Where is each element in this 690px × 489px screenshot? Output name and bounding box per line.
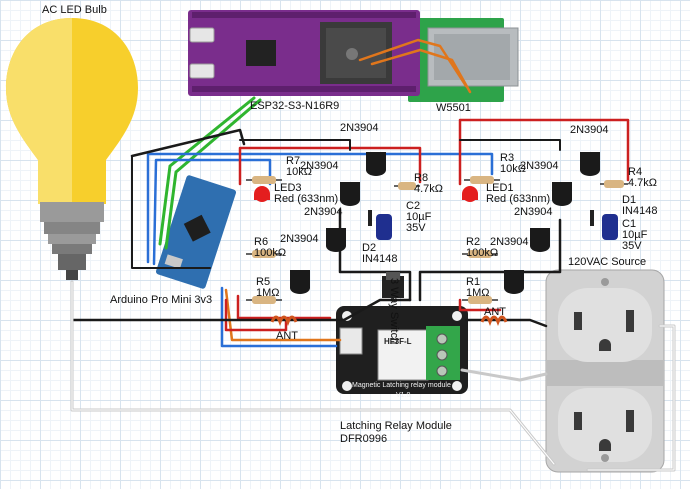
label-r4: R4 — [628, 166, 643, 178]
transistor-r1 — [552, 182, 572, 206]
capacitor-c2 — [376, 214, 392, 240]
label-ant-right: ANT — [484, 306, 506, 318]
label-r7: R7 — [286, 155, 301, 167]
label-r4-val: 4.7kΩ — [628, 177, 658, 189]
resistor-r1 — [462, 296, 498, 304]
label-led1: LED1 — [486, 182, 514, 194]
diode-d1 — [590, 210, 594, 226]
transistor-l1 — [340, 182, 360, 206]
transistor-top-right — [580, 152, 600, 176]
label-r6-val: 100kΩ — [254, 247, 287, 259]
resistor-r4 — [600, 180, 628, 188]
label-r8-val: 4.7kΩ — [414, 183, 444, 195]
transistor-l3 — [290, 270, 310, 294]
label-q-l1: 2N3904 — [300, 160, 339, 172]
label-q-l2: 2N3904 — [304, 206, 343, 218]
resistor-r7 — [246, 176, 282, 184]
antenna-coil-right — [480, 315, 508, 327]
label-r2: R2 — [466, 236, 481, 248]
transistor-top-left — [366, 152, 386, 176]
esp32-board — [188, 10, 420, 96]
label-q-r2: 2N3904 — [514, 206, 553, 218]
label-c1-val2: 35V — [622, 240, 642, 252]
label-c2-val2: 35V — [406, 222, 426, 234]
label-r1: R1 — [466, 276, 481, 288]
label-esp32: ESP32-S3-N16R9 — [250, 100, 340, 112]
label-d2-val: IN4148 — [362, 253, 398, 265]
transistor-l2 — [326, 228, 346, 252]
capacitor-c1 — [602, 214, 618, 240]
three-way-switch — [382, 272, 404, 298]
label-c2: C2 — [406, 200, 421, 212]
ac-outlet — [545, 269, 665, 473]
label-led3-val: Red (633nm) — [274, 193, 339, 205]
left-circuit — [246, 152, 420, 327]
relay-model: HF3F-L — [384, 337, 412, 346]
label-r3-val: 10kΩ — [500, 163, 526, 175]
label-r6: R6 — [254, 236, 269, 248]
label-bulb: AC LED Bulb — [42, 4, 107, 16]
label-c1: C1 — [622, 218, 637, 230]
relay-board-text: Magnetic Latching relay module — [352, 382, 451, 389]
label-r5-val: 1MΩ — [256, 287, 280, 299]
label-relay-part: DFR0996 — [340, 433, 388, 445]
label-d1: D1 — [622, 194, 637, 206]
transistor-r2 — [530, 228, 550, 252]
label-r1-val: 1MΩ — [466, 287, 490, 299]
label-c1-val1: 10µF — [622, 229, 648, 241]
label-q-r1: 2N3904 — [520, 160, 559, 172]
antenna-coil-left — [270, 315, 298, 327]
transistor-r3 — [504, 270, 524, 294]
label-d2: D2 — [362, 242, 377, 254]
right-circuit — [462, 152, 628, 327]
resistor-r8 — [394, 182, 420, 190]
label-led3: LED3 — [274, 182, 302, 194]
label-switch: 3 Way Switch — [388, 278, 400, 345]
resistor-r6 — [246, 250, 282, 258]
w5501-module — [408, 18, 519, 102]
label-q-l3: 2N3904 — [280, 233, 319, 245]
label-r5: R5 — [256, 276, 271, 288]
label-d1-val: IN4148 — [622, 205, 658, 217]
label-arduino: Arduino Pro Mini 3v3 — [110, 294, 213, 306]
label-led1-val: Red (633nm) — [486, 193, 551, 205]
label-r7-val: 10kΩ — [286, 166, 312, 178]
arduino-pro-mini — [155, 175, 237, 289]
label-r8: R8 — [414, 172, 429, 184]
resistor-r5 — [246, 296, 282, 304]
relay-module — [336, 306, 468, 394]
wires — [70, 38, 676, 472]
resistor-r3 — [464, 176, 500, 184]
label-r2-val: 100kΩ — [466, 247, 499, 259]
label-ant-left: ANT — [276, 330, 298, 342]
led3 — [254, 186, 270, 202]
label-q-r3: 2N3904 — [490, 236, 529, 248]
relay-board-version: V1.0 — [396, 392, 411, 399]
label-relay-title: Latching Relay Module — [340, 420, 452, 432]
led-bulb — [6, 18, 138, 280]
label-w5501: W5501 — [436, 102, 471, 114]
diode-d2 — [368, 210, 372, 226]
label-r3: R3 — [500, 152, 515, 164]
label-q-top-right: 2N3904 — [570, 124, 609, 136]
resistor-r2 — [462, 250, 498, 258]
label-ac-source: 120VAC Source — [568, 256, 647, 268]
label-c2-val1: 10µF — [406, 211, 432, 223]
led1 — [462, 186, 478, 202]
label-q-top-left: 2N3904 — [340, 122, 379, 134]
